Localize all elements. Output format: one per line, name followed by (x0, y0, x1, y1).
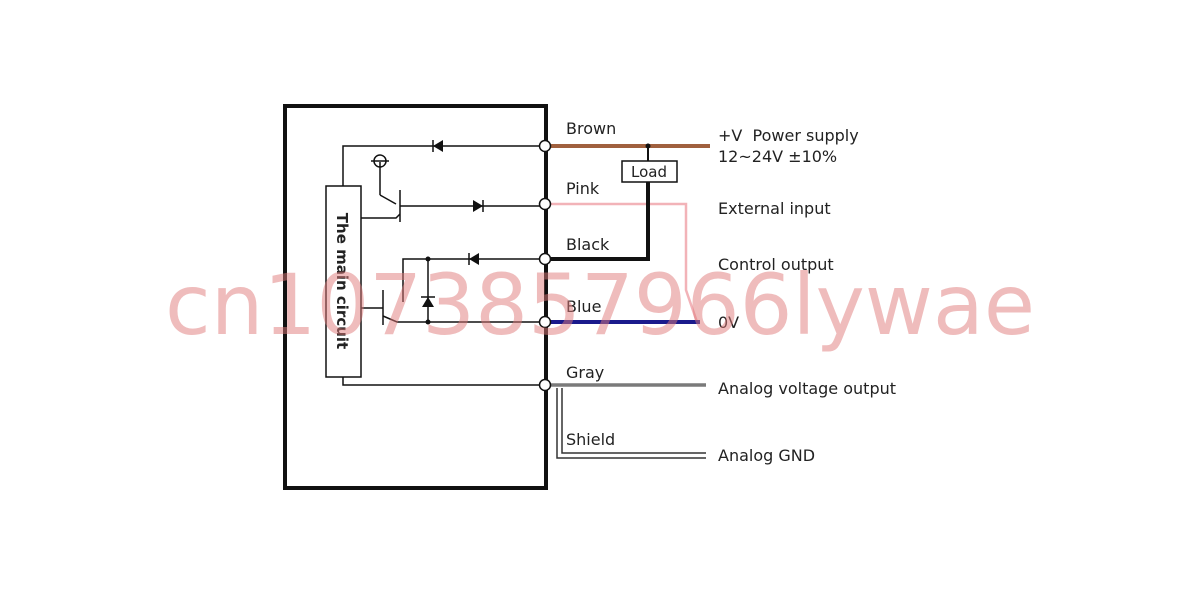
terminal-brown (538, 139, 552, 153)
junction-dot (425, 319, 431, 325)
brown-desc-line1: +V Power supply (718, 126, 859, 145)
gray-label: Gray (566, 363, 604, 382)
pink-label: Pink (566, 179, 600, 198)
ground-ring-icon (371, 154, 389, 168)
gray-desc: Analog voltage output (718, 379, 896, 398)
watermark-text: cn1073857966lywae (165, 256, 1035, 354)
blue-label: Blue (566, 297, 601, 316)
junction-dot (425, 256, 431, 262)
junction-dot (645, 143, 651, 149)
terminal-black (538, 252, 552, 266)
internal-gray-path (342, 377, 545, 386)
terminal-pink (538, 197, 552, 211)
black-desc: Control output (718, 255, 834, 274)
pink-desc: External input (718, 199, 831, 218)
load-box (621, 160, 678, 183)
shield-label: Shield (566, 430, 615, 449)
brown-label: Brown (566, 119, 616, 138)
terminal-gray (538, 378, 552, 392)
diode-icon (468, 253, 479, 265)
black-wire (551, 182, 650, 261)
shield-desc: Analog GND (718, 446, 815, 465)
brown-desc-line2: 12~24V ±10% (718, 147, 837, 166)
internal-output-path (361, 258, 545, 325)
diode-icon (473, 200, 484, 212)
internal-brown-path (342, 145, 545, 186)
terminal-blue (538, 315, 552, 329)
internal-pink-path (361, 162, 545, 222)
sensor-housing (283, 104, 548, 490)
diode-icon (432, 140, 443, 152)
blue-desc: 0V (718, 313, 739, 332)
shield-wire (556, 388, 706, 459)
pink-wire (551, 202, 699, 323)
main-circuit-label: The main circuit (333, 213, 351, 349)
zener-diode-icon (421, 296, 435, 307)
black-label: Black (566, 235, 610, 254)
load-label: Load (631, 163, 667, 181)
